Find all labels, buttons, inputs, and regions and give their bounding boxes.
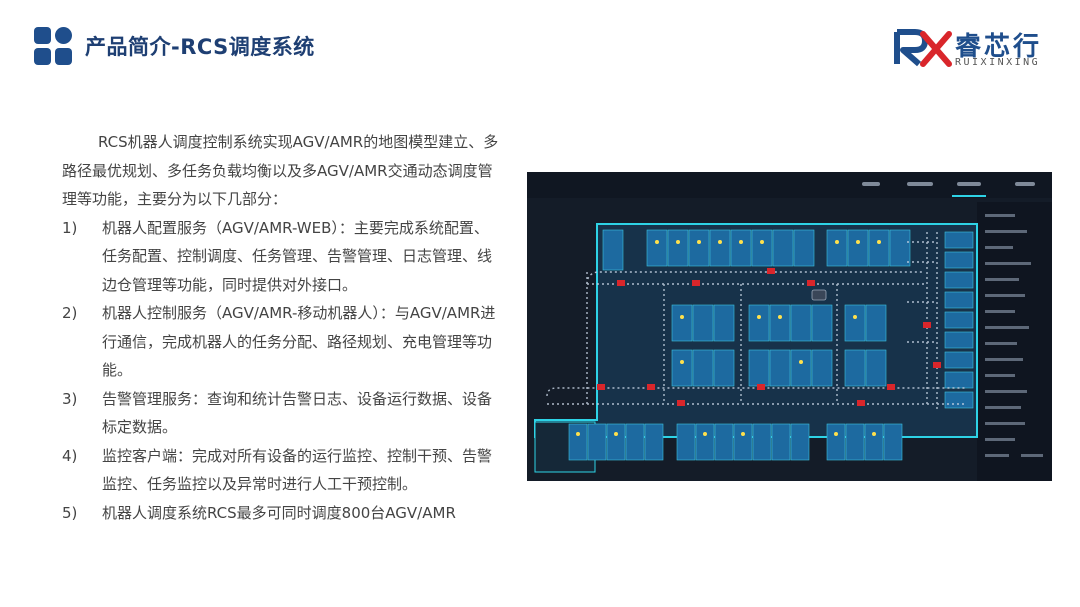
list-item: 3) 告警管理服务：查询和统计告警日志、设备运行数据、设备标定数据。 bbox=[62, 385, 502, 442]
item-number: 2) bbox=[62, 304, 78, 322]
logo-subtitle: RUIXINXING bbox=[955, 57, 1041, 68]
item-number: 4) bbox=[62, 446, 78, 465]
item-number: 1) bbox=[62, 218, 78, 237]
list-item: 5) 机器人调度系统RCS最多可同时调度800台AGV/AMR bbox=[62, 499, 502, 528]
item-text: 机器人控制服务（AGV/AMR-移动机器人）：与AGV/AMR进行通信，完成机器… bbox=[102, 304, 496, 379]
item-number: 5) bbox=[62, 503, 78, 522]
item-text: 机器人调度系统RCS最多可同时调度800台AGV/AMR bbox=[102, 503, 456, 522]
item-number: 3) bbox=[62, 389, 78, 408]
item-text: 告警管理服务：查询和统计告警日志、设备运行数据、设备标定数据。 bbox=[102, 389, 493, 437]
description-text: RCS机器人调度控制系统实现AGV/AMR的地图模型建立、多路径最优规划、多任务… bbox=[62, 128, 502, 527]
warehouse-map bbox=[527, 172, 1052, 481]
intro-paragraph: RCS机器人调度控制系统实现AGV/AMR的地图模型建立、多路径最优规划、多任务… bbox=[62, 133, 499, 208]
rcs-map-screenshot bbox=[527, 172, 1052, 481]
title-grid-icon bbox=[34, 27, 72, 65]
logo-mark-icon bbox=[894, 29, 952, 67]
company-logo: 睿芯行 RUIXINXING bbox=[893, 24, 1063, 72]
list-item: 1) 机器人配置服务（AGV/AMR-WEB）：主要完成系统配置、任务配置、控制调… bbox=[62, 214, 502, 300]
list-item: 2) 机器人控制服务（AGV/AMR-移动机器人）：与AGV/AMR进行通信，完成… bbox=[62, 299, 502, 385]
logo-text: 睿芯行 bbox=[955, 32, 1043, 62]
item-text: 机器人配置服务（AGV/AMR-WEB）：主要完成系统配置、任务配置、控制调度、… bbox=[102, 218, 493, 294]
list-item: 4) 监控客户端：完成对所有设备的运行监控、控制干预、告警监控、任务监控以及异常时… bbox=[62, 442, 502, 499]
page-title: 产品简介-RCS调度系统 bbox=[85, 35, 315, 59]
item-text: 监控客户端：完成对所有设备的运行监控、控制干预、告警监控、任务监控以及异常时进行… bbox=[102, 446, 493, 494]
